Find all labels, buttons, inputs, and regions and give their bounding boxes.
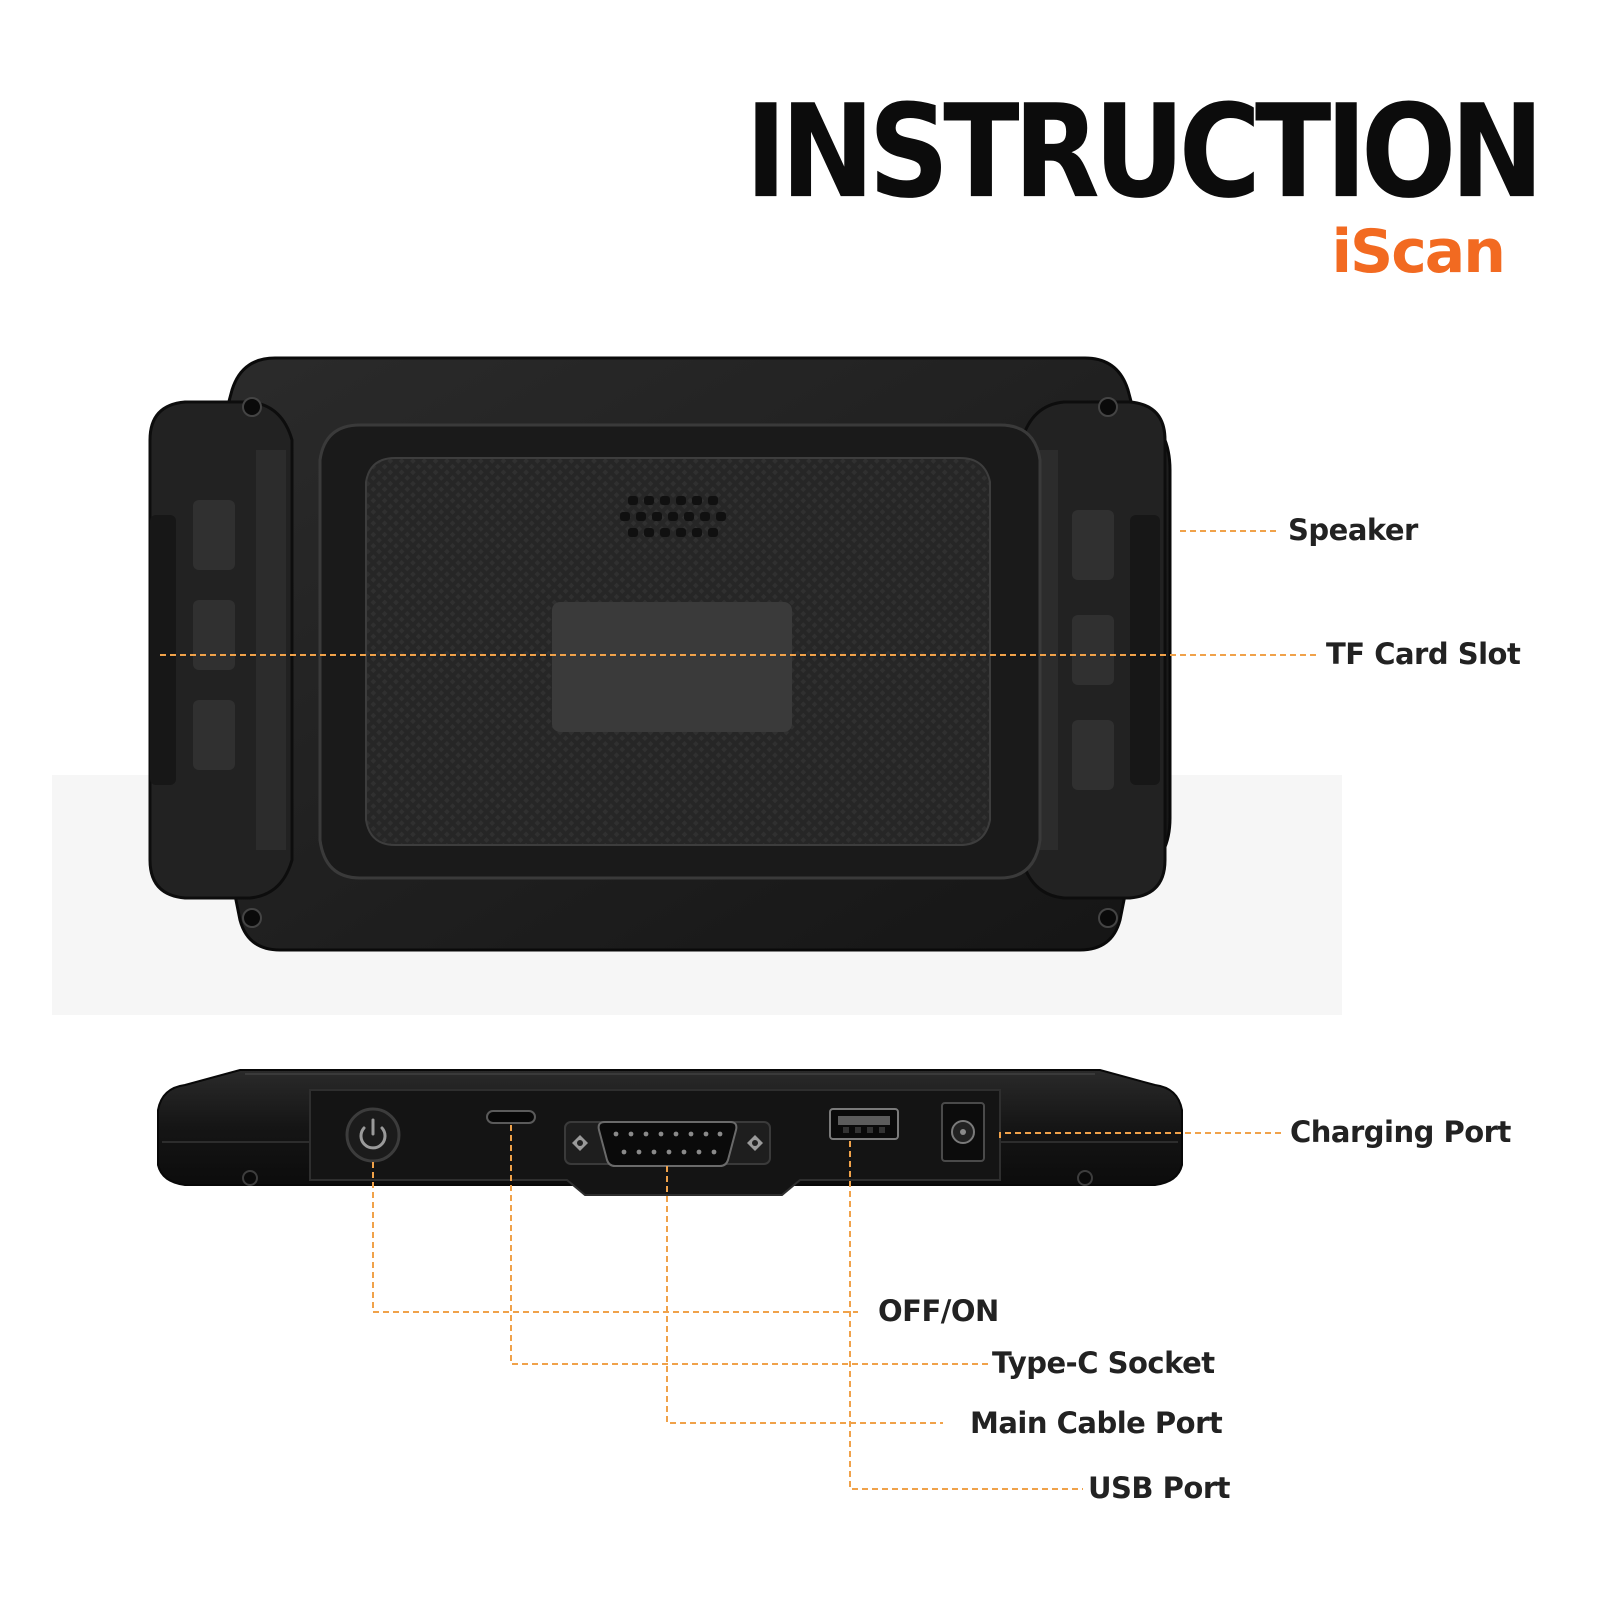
left-grip-rib [193, 600, 235, 670]
leader-off-on [372, 1162, 858, 1313]
screw [1077, 1170, 1093, 1186]
left-bumper-stripe [256, 450, 286, 850]
screw [1098, 397, 1118, 417]
screw [242, 908, 262, 928]
label-plate [552, 602, 792, 732]
power-icon [359, 1118, 387, 1150]
left-grip-rib [193, 700, 235, 770]
left-grip-rib [193, 500, 235, 570]
right-grip-rib [1072, 510, 1114, 580]
label-charging-port: Charging Port [1290, 1115, 1511, 1149]
screw [242, 397, 262, 417]
brand-subtitle: iScan [1331, 217, 1506, 287]
leader-usb [849, 1141, 1083, 1490]
leader-charging-port [999, 1132, 1284, 1138]
left-side-edge [150, 515, 176, 785]
usb-port [829, 1108, 899, 1140]
right-grip-rib [1072, 720, 1114, 790]
screw [242, 1170, 258, 1186]
label-type-c-socket: Type-C Socket [992, 1346, 1215, 1380]
type-c-socket [486, 1110, 536, 1124]
device-back [148, 356, 1172, 952]
label-usb-port: USB Port [1088, 1471, 1230, 1505]
leader-lines [160, 530, 1318, 1490]
right-side-edge [1130, 515, 1160, 785]
label-main-cable-port: Main Cable Port [970, 1406, 1223, 1440]
charging-port [941, 1102, 985, 1162]
device-side [157, 1069, 1183, 1196]
label-speaker: Speaker [1288, 513, 1418, 547]
main-cable-port [564, 1121, 771, 1167]
page-title: INSTRUCTION [745, 77, 1544, 228]
screw [1098, 908, 1118, 928]
label-tf-card-slot: TF Card Slot [1326, 637, 1521, 671]
speaker-grille [620, 496, 726, 537]
label-off-on: OFF/ON [878, 1294, 999, 1328]
right-grip-rib [1072, 615, 1114, 685]
